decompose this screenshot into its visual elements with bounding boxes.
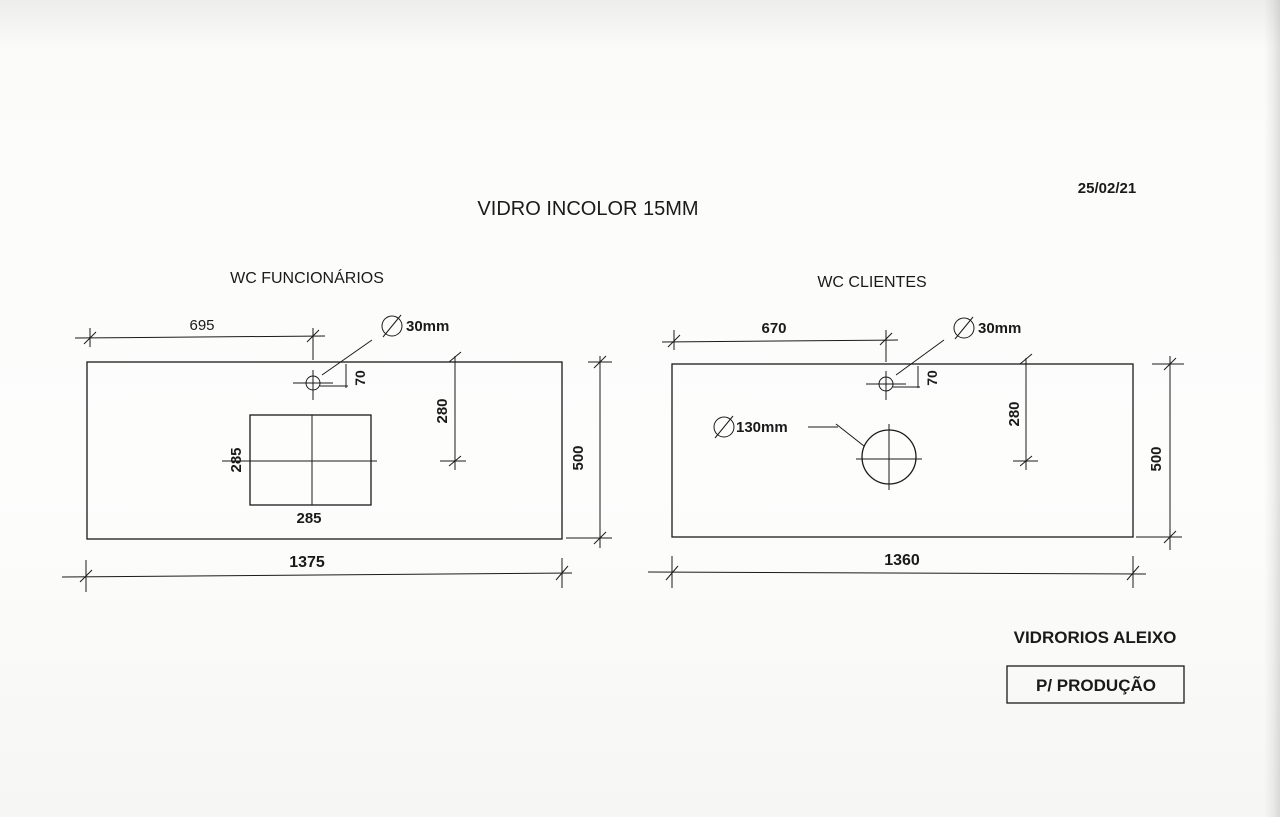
dimension-value: 1360 [884,552,920,569]
sheet-title: VIDRO INCOLOR 15MM [477,198,698,220]
dimension-hole-from-edge: 70 [320,364,368,388]
sheet-date: 25/02/21 [1078,180,1136,197]
dimension-value: 280 [1006,401,1023,426]
hole-diameter-label: 30mm [381,314,449,338]
dimension-basin-depth: 280 [434,351,466,470]
basin-width-value: 285 [296,510,321,527]
stamp-text: P/ PRODUÇÃO [1036,675,1156,695]
panel-label: WC FUNCIONÁRIOS [230,268,384,287]
panel-label: WC CLIENTES [817,274,926,291]
glass-panel-outline [671,363,1134,538]
dimension-hole-offset: 670 [661,320,899,362]
diameter-icon [381,315,403,337]
dimension-value: 70 [352,370,368,386]
dimension-value: 500 [570,445,587,470]
dimension-height: 500 [1136,356,1184,550]
diameter-value: 30mm [978,320,1021,337]
glass-panel-outline [86,361,563,540]
tap-hole [293,339,373,400]
company-name: VIDRORIOS ALEIXO [1014,628,1177,647]
diameter-value: 30mm [406,318,449,335]
stamp-box [1006,665,1185,704]
dimension-value: 670 [761,320,786,337]
diameter-icon [953,317,975,339]
dimension-value: 695 [189,317,214,334]
dimension-height: 500 [566,355,612,548]
dimension-value: 70 [924,370,940,386]
diameter-value: 130mm [736,419,788,436]
basin-cutout: 285 285 [222,414,377,527]
basin-diameter-label: 130mm [713,415,788,439]
panel-wc-clientes: WC CLIENTES 670 30mm [647,274,1184,588]
panel-wc-funcionarios: WC FUNCIONÁRIOS 695 30mm [61,268,612,592]
diameter-icon [713,416,735,438]
dimension-value: 280 [434,398,451,423]
dimension-hole-offset: 695 [74,317,326,360]
basin-height-value: 285 [228,447,245,472]
basin-cutout-round [808,423,922,490]
dimension-hole-from-edge: 70 [893,366,940,388]
dimension-width: 1375 [61,554,573,592]
tap-hole [866,339,945,400]
hole-diameter-label: 30mm [953,316,1021,340]
sheet-edge-shadow [1264,0,1280,817]
production-stamp: P/ PRODUÇÃO [1006,665,1185,704]
dimension-width: 1360 [647,552,1147,588]
dimension-value: 500 [1148,446,1165,471]
dimension-value: 1375 [289,554,325,571]
dimension-basin-depth: 280 [1006,353,1038,470]
